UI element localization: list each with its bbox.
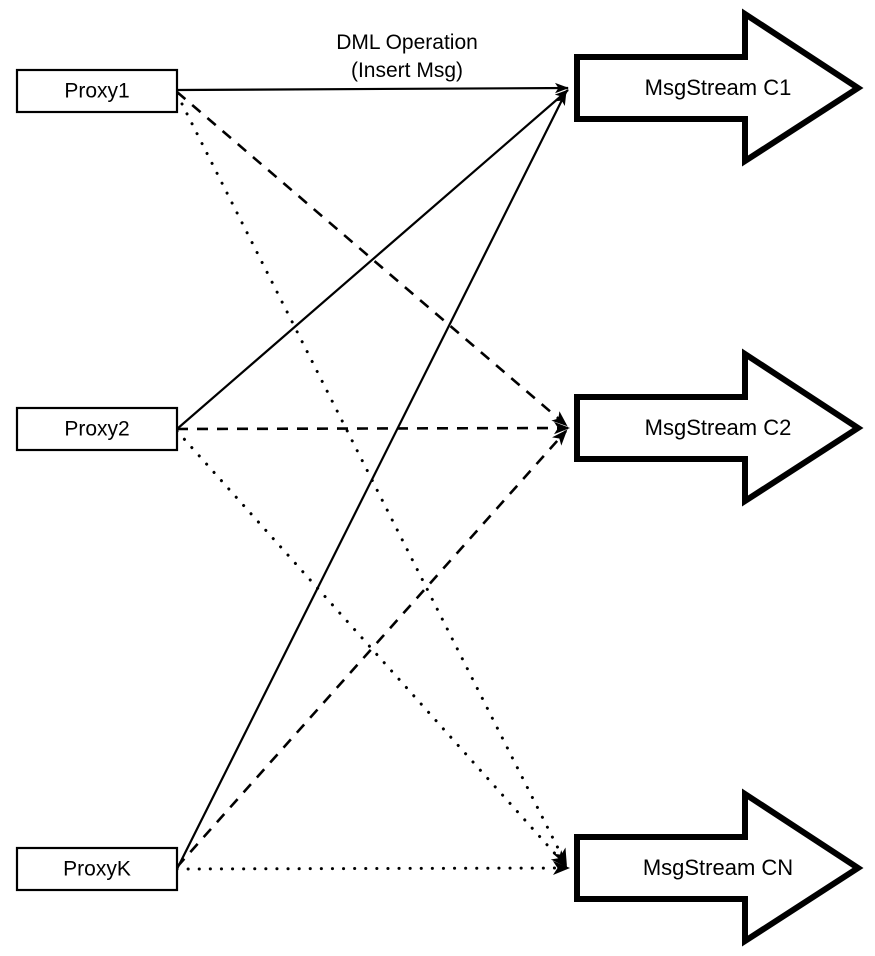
edge-proxy2-to-c1 [176, 89, 569, 430]
dml-operation-annotation: DML Operation (Insert Msg) [336, 31, 478, 82]
msgstream-node-cn[interactable]: MsgStream CN [574, 788, 864, 947]
msgstream-c1-arrow-shape[interactable] [574, 8, 864, 167]
edge-group-dashed [176, 91, 570, 868]
proxy1-label: Proxy1 [64, 80, 129, 103]
edge-proxy1-to-cn [175, 92, 568, 866]
proxy-node-proxy1[interactable]: Proxy1 [15, 68, 179, 114]
proxy-node-proxyk[interactable]: ProxyK [15, 846, 179, 892]
edge-proxyk-to-c2 [176, 429, 568, 868]
proxyk-label: ProxyK [63, 858, 131, 881]
edge-proxy2-to-c2 [176, 421, 570, 435]
proxy2-label: Proxy2 [64, 418, 129, 441]
msgstream-node-c1[interactable]: MsgStream C1 [574, 8, 864, 167]
msgstream-c1-label: MsgStream C1 [645, 75, 792, 100]
edge-proxyk-to-c1 [176, 91, 567, 870]
dml-operation-line1: DML Operation [336, 31, 478, 54]
edge-proxy1-to-c2 [176, 91, 568, 427]
proxy1-box[interactable] [15, 68, 179, 114]
edge-proxyk-to-cn [175, 861, 570, 876]
msgstream-node-c2[interactable]: MsgStream C2 [574, 348, 864, 507]
edge-group-dotted [175, 92, 570, 876]
msgstream-cn-arrow-shape[interactable] [574, 788, 864, 947]
msgstream-c2-label: MsgStream C2 [645, 415, 792, 440]
proxyk-box[interactable] [15, 846, 179, 892]
msgstream-cn-label: MsgStream CN [643, 855, 793, 880]
edge-proxy1-to-c1 [176, 82, 569, 94]
msgstream-c2-arrow-shape[interactable] [574, 348, 864, 507]
proxy-node-proxy2[interactable]: Proxy2 [15, 406, 179, 452]
proxy2-box[interactable] [15, 406, 179, 452]
dml-operation-line2: (Insert Msg) [351, 59, 463, 82]
edge-group-solid [176, 82, 569, 870]
